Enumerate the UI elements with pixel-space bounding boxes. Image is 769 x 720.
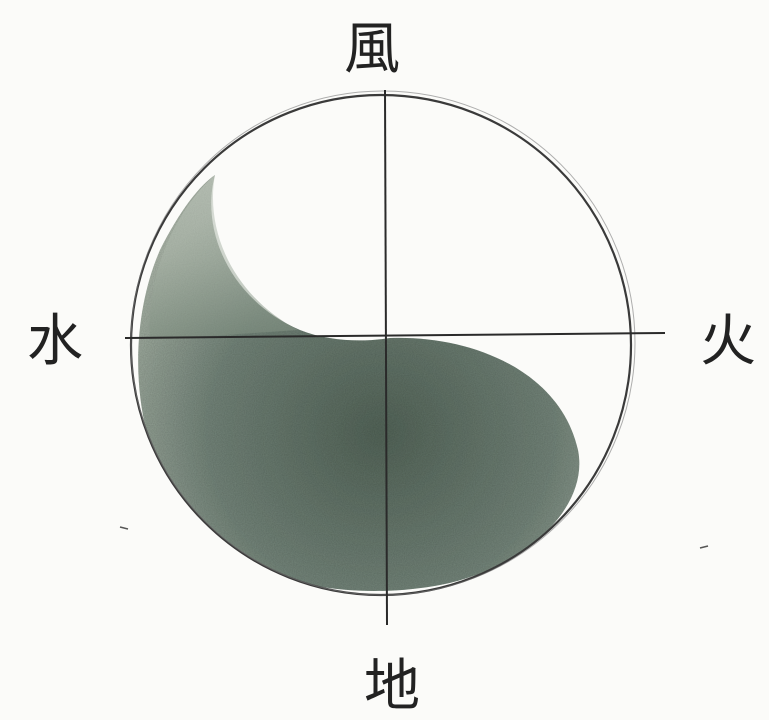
label-top: 風 bbox=[344, 17, 400, 82]
shaded-tail bbox=[150, 175, 298, 340]
pencil-mark bbox=[120, 527, 128, 529]
label-bottom: 地 bbox=[364, 654, 420, 719]
label-left: 水 bbox=[27, 309, 83, 374]
pencil-mark bbox=[700, 546, 708, 548]
shaded-region bbox=[138, 175, 579, 591]
label-right: 火 bbox=[700, 309, 756, 374]
